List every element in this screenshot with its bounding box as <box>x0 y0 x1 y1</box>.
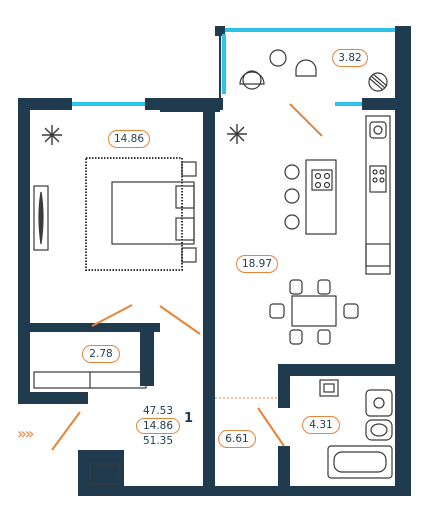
storage-area-label: 2.78 <box>82 345 120 363</box>
bedroom-furniture <box>33 157 197 271</box>
hall-area-label: 6.61 <box>218 430 256 448</box>
living-area: 14.86 <box>136 418 180 434</box>
total-area: 47.53 <box>142 405 174 417</box>
apartment-summary: 47.53 14.86 51.35 1 <box>136 405 198 447</box>
bathroom-area-label: 4.31 <box>302 416 340 434</box>
living-kitchen-area-label: 18.97 <box>236 255 278 273</box>
doors <box>51 103 323 451</box>
walls <box>18 26 411 496</box>
balcony-furniture <box>239 49 388 92</box>
bedroom-area-label: 14.86 <box>108 130 150 148</box>
room-count: 1 <box>184 411 194 426</box>
plant-icons <box>42 124 247 145</box>
kitchen-furniture <box>269 115 391 345</box>
storage-furniture <box>33 371 147 485</box>
bathroom-fixtures <box>319 379 393 479</box>
total-with-balcony: 51.35 <box>142 435 174 447</box>
windows <box>72 28 395 106</box>
balcony-area-label: 3.82 <box>332 49 368 67</box>
entrance-arrows-icon: »» <box>17 424 35 443</box>
